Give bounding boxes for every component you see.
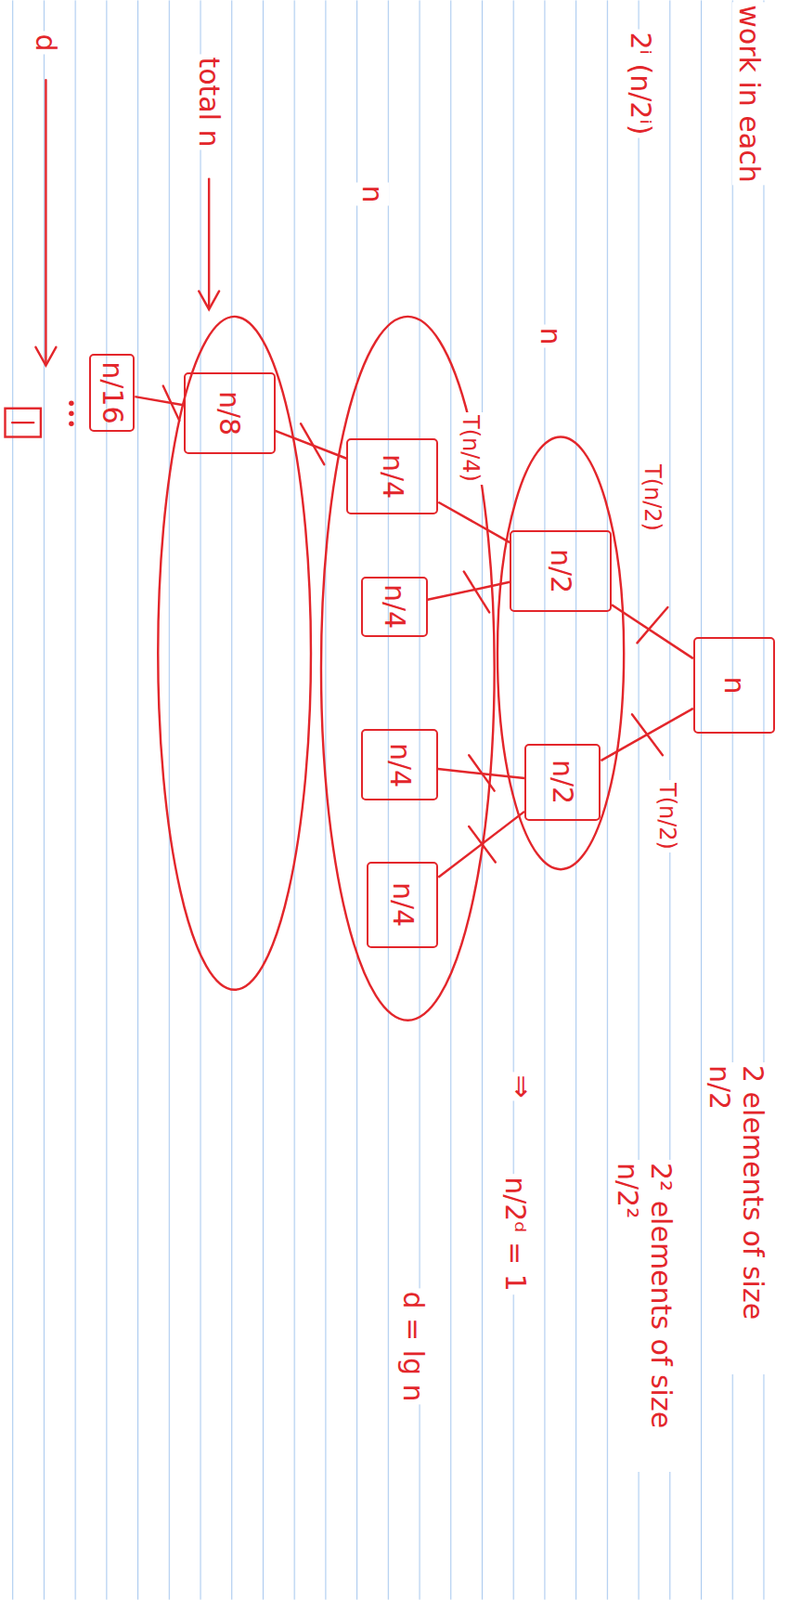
node-text-holder: n/4 [379, 583, 411, 629]
total-arrow [207, 179, 210, 307]
node-label: n/4 [376, 453, 408, 499]
node-label: n [718, 676, 750, 695]
tree-branch [438, 811, 525, 878]
continuation-dot [68, 410, 74, 415]
node-text-holder: n/16 [96, 361, 128, 424]
tree-branch [427, 581, 510, 600]
total-arrow-head [198, 290, 220, 310]
note-text: n [355, 181, 389, 206]
tree-branch [600, 708, 693, 761]
tree-branch [438, 768, 525, 778]
node-text-holder: n/8 [214, 390, 246, 436]
node-label: n/4 [387, 881, 418, 927]
level-ring [321, 316, 495, 1021]
node-text-holder: n/2 [547, 759, 579, 804]
tree-node-box: n/4 [346, 438, 439, 515]
note-text: n/2ᵈ = 1 [498, 1173, 532, 1294]
tree-node-box: n [693, 636, 776, 734]
node-label: n/8 [214, 390, 246, 436]
leaf-mark [12, 421, 34, 424]
depth-arrow-head [35, 347, 56, 366]
note-text: 2ⁱ (n/2ⁱ) [623, 29, 658, 139]
node-label: n/4 [384, 742, 415, 788]
continuation-dot [68, 420, 74, 426]
node-text-holder: n/4 [376, 453, 408, 499]
node-label: n/16 [96, 361, 128, 424]
leaf-box [4, 408, 40, 438]
note-text: d = lg n [396, 1287, 430, 1404]
tree-node-box: n/4 [361, 728, 438, 801]
tree-branch [275, 430, 348, 459]
edge-label: T(n/2) [639, 461, 666, 534]
depth-arrow [44, 79, 47, 362]
tree-branch [611, 604, 694, 659]
level-ring [157, 316, 311, 990]
edge-label: T(n/4) [457, 412, 484, 485]
level-ring [497, 436, 624, 869]
node-text-holder: n/2 [545, 548, 577, 594]
tree-node-box: n/2 [524, 743, 601, 820]
edge-label: T(n/2) [654, 779, 681, 853]
tree-node-box: n/16 [89, 353, 135, 431]
note-text: n [533, 324, 568, 349]
note-text: ⇒ [504, 1071, 539, 1100]
note-text: 2² elements of size n/2² [610, 1159, 678, 1472]
tree-node-box: n/4 [366, 861, 439, 948]
tree-branch [438, 502, 510, 543]
note-text: work in each [732, 1, 766, 185]
node-text-holder: n/4 [384, 742, 415, 788]
node-label: n/4 [379, 583, 411, 629]
tree-node-box: n/2 [509, 529, 612, 612]
note-text: total n [192, 53, 226, 150]
node-text-holder: n [718, 676, 750, 695]
tree-node-box: n/4 [361, 576, 427, 638]
note-text: d [28, 31, 63, 55]
continuation-dot [68, 400, 74, 406]
node-label: n/2 [547, 759, 579, 804]
tree-node-box: n/8 [183, 372, 276, 454]
note-text: 2 elements of size n/2 [702, 1061, 770, 1374]
tree-branch [134, 396, 183, 405]
node-text-holder: n/4 [387, 881, 418, 927]
node-label: n/2 [545, 548, 577, 594]
